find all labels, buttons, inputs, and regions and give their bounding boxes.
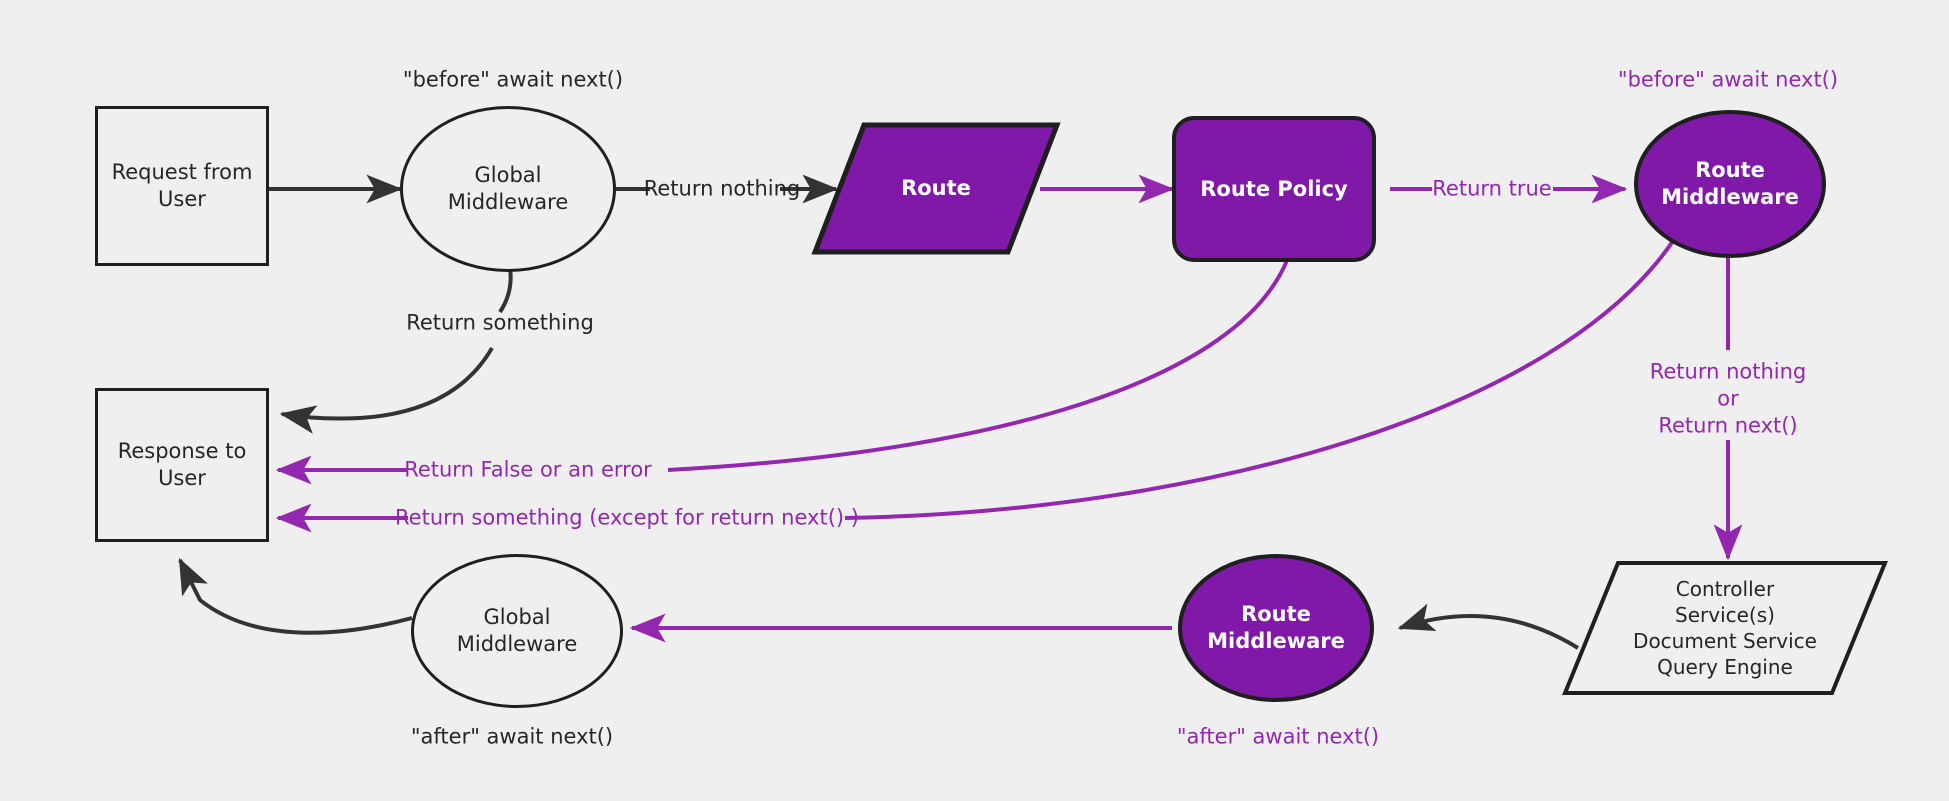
edge-global-middleware-bottom-to-response bbox=[178, 557, 413, 635]
edge-global-middleware-to-response-lower bbox=[279, 346, 494, 434]
node-global-middleware-bottom-label: Global Middleware bbox=[456, 605, 578, 656]
node-route-middleware-bottom[interactable]: Route Middleware bbox=[1178, 554, 1374, 702]
node-response-to-user-label: Response to User bbox=[117, 439, 247, 490]
node-global-middleware-top[interactable]: Global Middleware bbox=[400, 106, 616, 272]
node-controller-services-label: Controller Service(s) Document Service Q… bbox=[1633, 577, 1817, 679]
edge-route-middleware-to-response-right bbox=[844, 236, 1677, 520]
node-controller-services[interactable]: Controller Service(s) Document Service Q… bbox=[1562, 560, 1888, 696]
controller-parallelogram-shape bbox=[1562, 561, 1888, 695]
node-route-middleware-top[interactable]: Route Middleware bbox=[1634, 110, 1826, 258]
edge-label-return-nothing-or-return-next: Return nothing or Return next() bbox=[1649, 359, 1807, 438]
node-route-policy[interactable]: Route Policy bbox=[1172, 116, 1376, 262]
edge-label-return-nothing: Return nothing bbox=[643, 176, 801, 201]
node-route-policy-label: Route Policy bbox=[1200, 176, 1348, 201]
node-route-middleware-bottom-label: Route Middleware bbox=[1207, 602, 1345, 653]
edge-route-policy-to-response-right bbox=[667, 257, 1290, 472]
node-request-from-user-label: Request from User bbox=[111, 160, 253, 211]
edge-controller-to-route-middleware-bottom bbox=[1397, 603, 1580, 650]
node-route[interactable]: Route bbox=[811, 122, 1061, 255]
edge-label-return-nothing-top-annotation: "before" await next() bbox=[402, 67, 624, 92]
edge-label-return-something-except-next: Return something (except for return next… bbox=[395, 505, 859, 530]
edge-label-return-false-or-error: Return False or an error bbox=[404, 457, 652, 482]
route-parallelogram-shape bbox=[811, 122, 1061, 255]
node-global-middleware-top-label: Global Middleware bbox=[447, 163, 569, 214]
edge-label-before-await-next-route-middleware: "before" await next() bbox=[1617, 67, 1839, 92]
edge-label-return-true: Return true bbox=[1432, 176, 1552, 201]
edge-label-after-await-next-global: "after" await next() bbox=[410, 724, 614, 749]
node-response-to-user[interactable]: Response to User bbox=[95, 388, 269, 542]
node-global-middleware-bottom[interactable]: Global Middleware bbox=[411, 554, 623, 708]
node-route-label: Route bbox=[901, 175, 971, 200]
node-route-middleware-top-label: Route Middleware bbox=[1661, 158, 1799, 209]
edge-label-after-await-next-route-middleware: "after" await next() bbox=[1176, 724, 1380, 749]
edge-label-return-something: Return something bbox=[406, 310, 594, 335]
node-request-from-user[interactable]: Request from User bbox=[95, 106, 269, 266]
